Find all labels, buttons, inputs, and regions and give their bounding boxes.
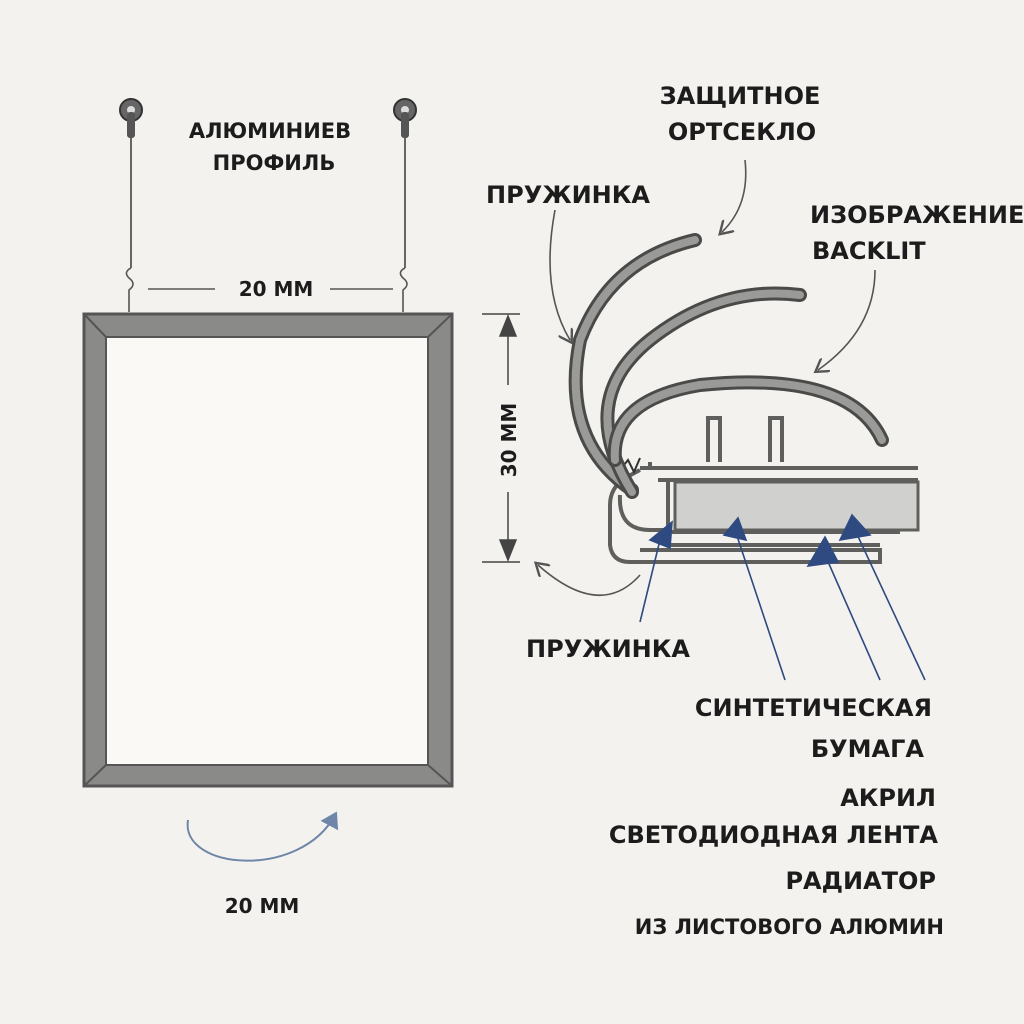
layer-label: СВЕТОДИОДНАЯ ЛЕНТА <box>609 821 939 849</box>
layer-label: ИЗ ЛИСТОВОГО АЛЮМИН <box>635 915 944 939</box>
hanger-left <box>119 98 143 312</box>
curved-arrow <box>186 811 339 862</box>
layer-label: БУМАГА <box>811 735 925 763</box>
spring-bottom-label: ПРУЖИНКА <box>526 635 690 663</box>
spring-leader <box>549 209 570 340</box>
hanger-right <box>393 98 417 312</box>
front-frame <box>82 312 454 788</box>
image-label: ИЗОБРАЖЕНИЕ <box>810 201 1024 229</box>
hanger-spacing-label: 20 MM <box>239 277 314 301</box>
bottom-dimension-label: 20 MM <box>225 894 300 918</box>
height-dimension <box>482 313 520 563</box>
spring-bottom-leader <box>538 565 641 596</box>
layer-leaders <box>639 513 926 681</box>
glass-label: ЗАЩИТНОЕ <box>660 82 821 110</box>
layer-label: РАДИАТОР <box>785 867 936 895</box>
profile-label: АЛЮМИНИЕВ <box>189 119 351 143</box>
glass-label: ОРТСЕКЛО <box>668 118 816 146</box>
image-label: BACKLIT <box>812 237 926 265</box>
glass-leader <box>722 159 747 232</box>
spring-label: ПРУЖИНКА <box>486 181 650 209</box>
glass-springs <box>568 233 889 499</box>
profile-label: ПРОФИЛЬ <box>213 151 336 175</box>
layer-label: АКРИЛ <box>840 784 936 812</box>
image-leader <box>818 269 876 370</box>
height-label: 30 MM <box>497 403 521 478</box>
layer-label: СИНТЕТИЧЕСКАЯ <box>695 694 932 722</box>
